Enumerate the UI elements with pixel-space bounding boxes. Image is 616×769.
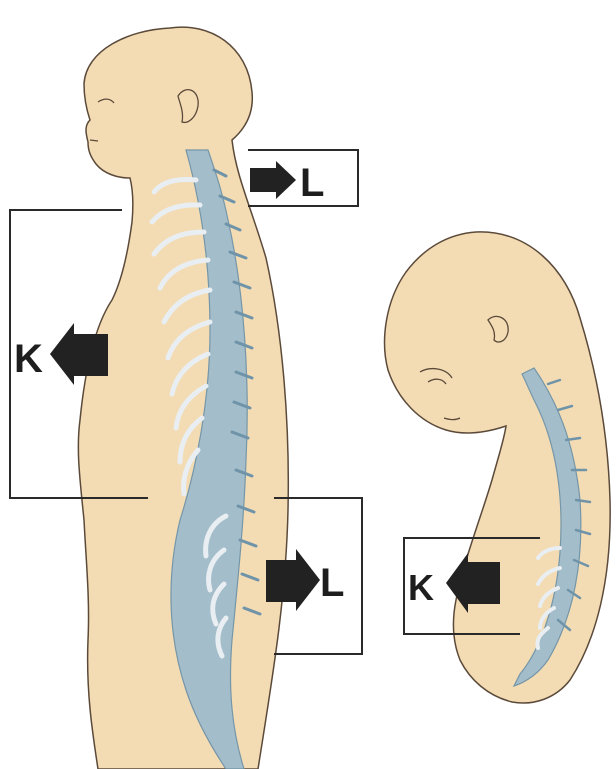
neck-label: L (300, 161, 324, 205)
infant-figure (385, 232, 611, 703)
infant-body-silhouette (385, 232, 611, 703)
chest-label: K (14, 337, 43, 381)
neck-lordosis-arrow-icon (250, 161, 296, 199)
lumbar-label: L (320, 561, 344, 605)
adult-neck-box: L (248, 150, 358, 206)
infant-kyphosis-arrow-icon (446, 553, 500, 613)
adult-figure (78, 27, 288, 769)
infant-chest-label: K (408, 567, 434, 608)
